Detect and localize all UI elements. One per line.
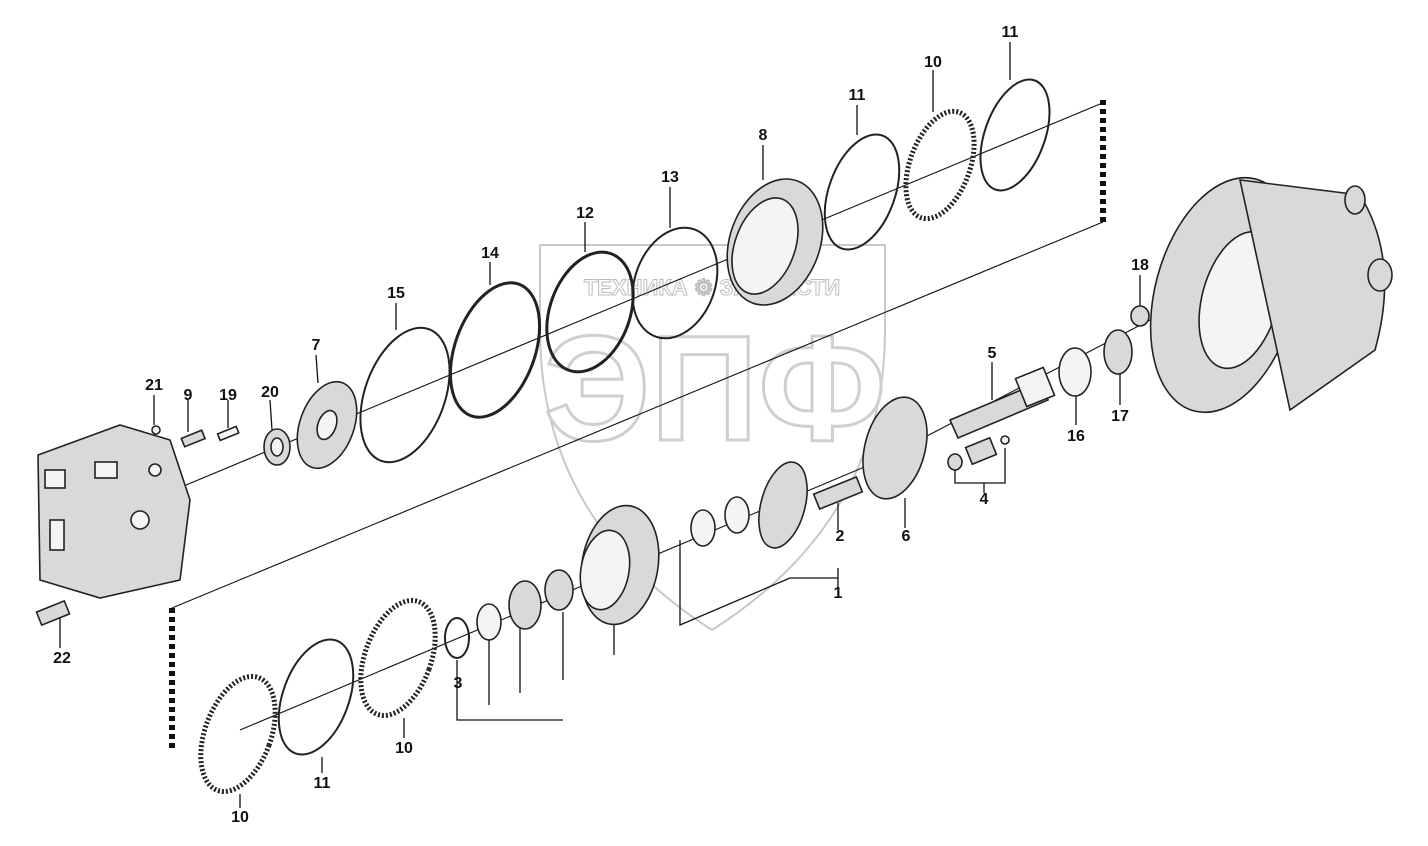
callout-19: 19 — [219, 387, 237, 404]
final-drive-housing — [1149, 176, 1393, 414]
part-11-ring-lower — [277, 638, 355, 756]
callout-10-upper: 10 — [924, 54, 942, 71]
leader-lines — [59, 42, 1141, 808]
washer — [544, 569, 574, 611]
part-10-disc-upper — [903, 108, 977, 222]
watermark-shield — [539, 244, 886, 632]
callout-14: 14 — [481, 245, 499, 262]
retainer-plate — [758, 461, 808, 549]
callout-11-far: 11 — [1002, 24, 1019, 41]
part-13-ring — [631, 226, 719, 340]
cylinder-block — [579, 504, 660, 626]
spring — [508, 580, 542, 630]
part-6-swashplate — [862, 396, 928, 500]
part-16-bearing — [1058, 347, 1092, 397]
part-12-ring — [545, 250, 635, 374]
callout-10-lower: 10 — [231, 809, 249, 826]
washer-small — [476, 603, 502, 641]
callout-12: 12 — [576, 205, 594, 222]
callout-15: 15 — [387, 285, 405, 302]
part-11-ring-far — [979, 78, 1051, 192]
watermark: ТЕХНИКА ⚙ ЗАПЧАСТИ ЭПФ — [539, 244, 888, 632]
part-3-snap-ring — [444, 617, 470, 659]
diagonal-link-line — [171, 221, 1104, 609]
callout-8: 8 — [759, 127, 768, 144]
part-4-pins — [947, 435, 1010, 471]
part-2-pin — [812, 475, 864, 511]
part-11-ring-upper — [823, 133, 901, 251]
callout-7: 7 — [312, 337, 321, 354]
callout-labels: 21 9 19 20 7 15 14 12 13 8 11 10 11 18 5… — [53, 24, 1149, 826]
callout-10-mid: 10 — [395, 740, 413, 757]
callout-16: 16 — [1067, 428, 1085, 445]
valve-housing — [37, 424, 191, 599]
callout-3: 3 — [454, 675, 463, 692]
callout-21: 21 — [145, 377, 163, 394]
callout-22: 22 — [53, 650, 71, 667]
part-5-shaft — [948, 366, 1056, 440]
callout-18: 18 — [1131, 257, 1149, 274]
watermark-big-letters: ЭПФ — [544, 304, 887, 472]
callout-6: 6 — [902, 528, 911, 545]
part-22-bolt — [35, 599, 71, 627]
part-8-piston — [726, 178, 824, 306]
callout-5: 5 — [988, 345, 997, 362]
part-10-disc-mid — [358, 597, 438, 719]
part-15-ring — [359, 326, 451, 464]
callout-2: 2 — [836, 528, 845, 545]
small-ring-b — [690, 509, 716, 547]
callout-4: 4 — [980, 491, 989, 508]
callout-17: 17 — [1111, 408, 1129, 425]
part-10-disc-lower — [198, 673, 278, 795]
small-ring-a — [724, 496, 750, 534]
part-17-seal — [1103, 329, 1133, 375]
callout-13: 13 — [661, 169, 679, 186]
part-18-nut — [1130, 305, 1150, 327]
part-14-ring — [448, 281, 542, 419]
dashed-brackets — [169, 100, 1106, 752]
callout-9: 9 — [184, 387, 193, 404]
callout-1: 1 — [834, 585, 843, 602]
callout-11-lower: 11 — [314, 775, 331, 792]
part-9-spring — [180, 429, 207, 448]
part-19-pin — [216, 425, 240, 442]
callout-11-upper: 11 — [849, 87, 866, 104]
part-21-plug — [151, 425, 161, 435]
callout-20: 20 — [261, 384, 279, 401]
